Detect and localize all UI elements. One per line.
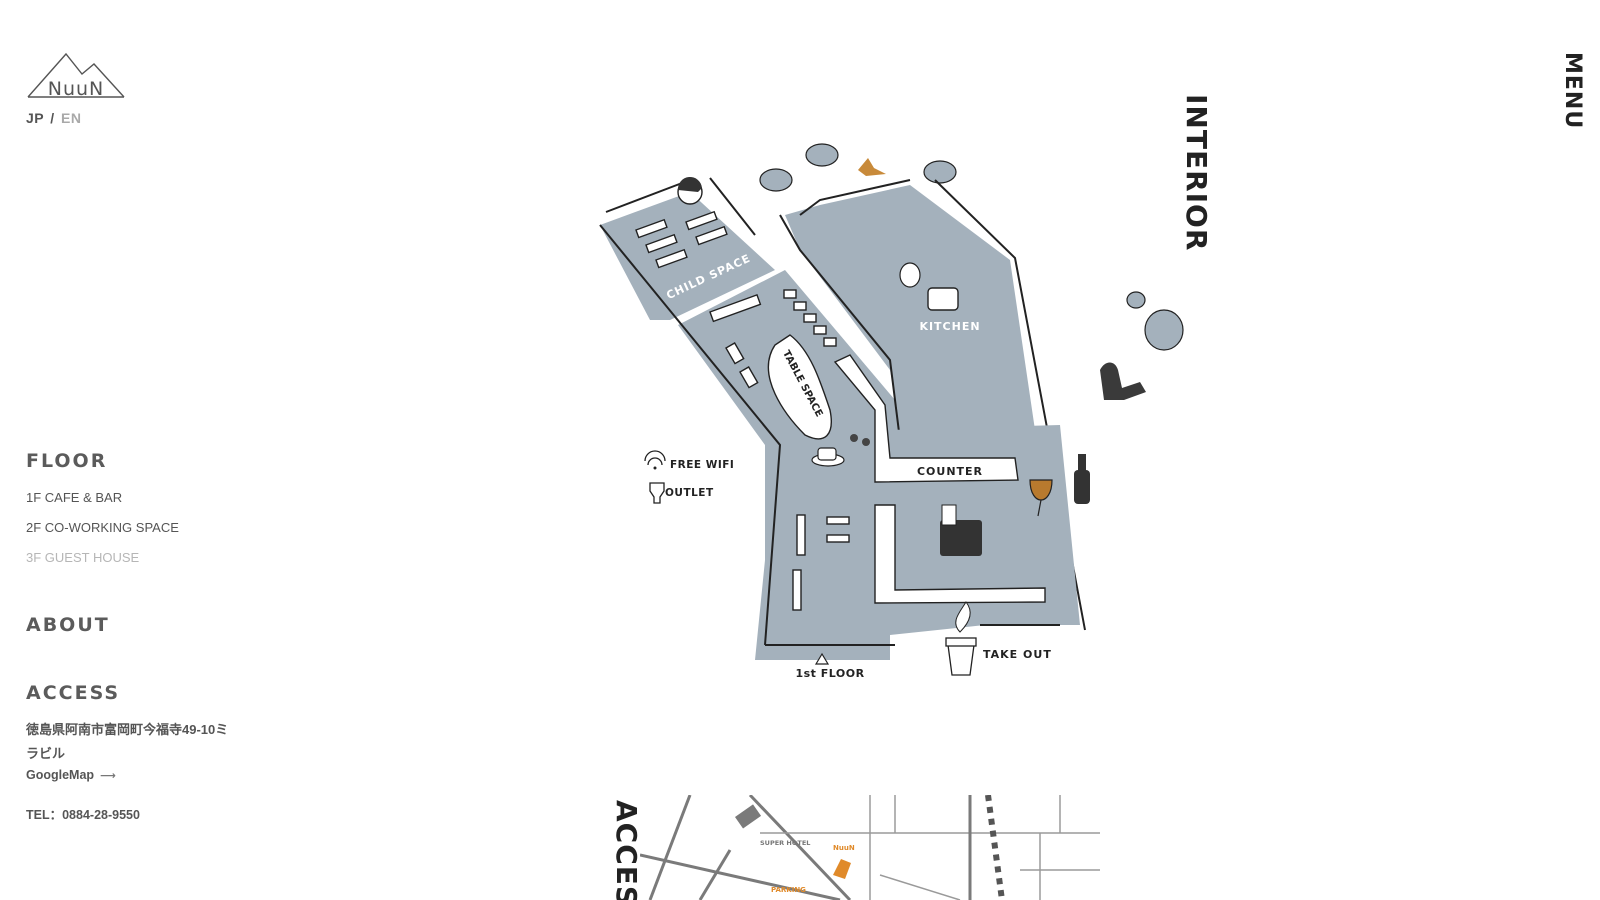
access-vertical-heading: ACCESS [610, 800, 643, 900]
nuun-location-marker [833, 859, 851, 879]
table-space-blob [767, 334, 832, 440]
tree-icon [759, 143, 1184, 351]
kitchen-label: KITCHEN [919, 320, 980, 333]
lang-separator: / [50, 110, 55, 126]
logo-text: NuuN [48, 78, 105, 100]
takeout-cup-icon [945, 601, 977, 676]
floor-item-1f[interactable]: 1F CAFE & BAR [26, 490, 123, 505]
access-map: SUPER HOTEL NuuN PARKING [640, 795, 1100, 900]
cash-register-icon [940, 504, 982, 556]
child-face-icon [677, 176, 703, 205]
address-text: 徳島県阿南市富岡町今福寺49-10ミラビル [26, 722, 229, 761]
free-wifi-label: FREE WIFI [670, 459, 734, 471]
dog-icon [1100, 362, 1146, 400]
telephone-text: TEL：0884-28-9550 [26, 808, 140, 822]
railway-line [985, 795, 1005, 900]
google-map-label: GoogleMap [26, 768, 95, 782]
nuun-map-label: NuuN [833, 844, 855, 852]
menu-button[interactable]: MENU [1560, 52, 1585, 130]
external-arrow-icon: ⟶ [100, 770, 116, 782]
google-map-link[interactable]: GoogleMap ⟶ [26, 768, 116, 782]
language-switcher: JP / EN [26, 110, 82, 126]
beer-bottle-icon [1074, 454, 1090, 504]
floor-item-2f[interactable]: 2F CO-WORKING SPACE [26, 520, 179, 535]
super-hotel-building [734, 804, 762, 829]
floor-label: 1st FLOOR [795, 667, 864, 680]
floor-map-illustration: CHILD SPACE KITCHEN TABLE SPACE [599, 143, 1184, 680]
pot-icon [899, 262, 959, 311]
floor-item-3f[interactable]: 3F GUEST HOUSE [26, 550, 140, 565]
take-out-label: TAKE OUT [983, 648, 1052, 661]
child-space-area [600, 192, 775, 320]
lower-counter-shape [874, 504, 1046, 604]
interior-heading: INTERIOR [1180, 94, 1213, 252]
outlet-label: OUTLET [665, 487, 714, 499]
entrance-icon [814, 652, 830, 665]
nuun-logo[interactable]: NuuN [26, 50, 126, 100]
bird-icon [858, 158, 886, 176]
super-hotel-label: SUPER HOTEL [760, 839, 810, 847]
access-heading: ACCESS [26, 682, 121, 704]
coffee-cup-icon [811, 434, 870, 467]
outlet-icon [649, 482, 665, 504]
mountain-logo-icon: NuuN [27, 52, 125, 100]
counter-shape [833, 354, 1019, 483]
counter-label: COUNTER [917, 465, 983, 478]
parking-label: PARKING [771, 886, 806, 894]
wine-glass-icon [1029, 479, 1053, 517]
lang-en[interactable]: EN [61, 110, 82, 126]
floor-heading: FLOOR [26, 450, 108, 472]
kitchen-area [785, 185, 1035, 435]
about-link[interactable]: ABOUT [26, 614, 110, 636]
lang-jp[interactable]: JP [26, 110, 44, 126]
wifi-icon [644, 450, 666, 470]
